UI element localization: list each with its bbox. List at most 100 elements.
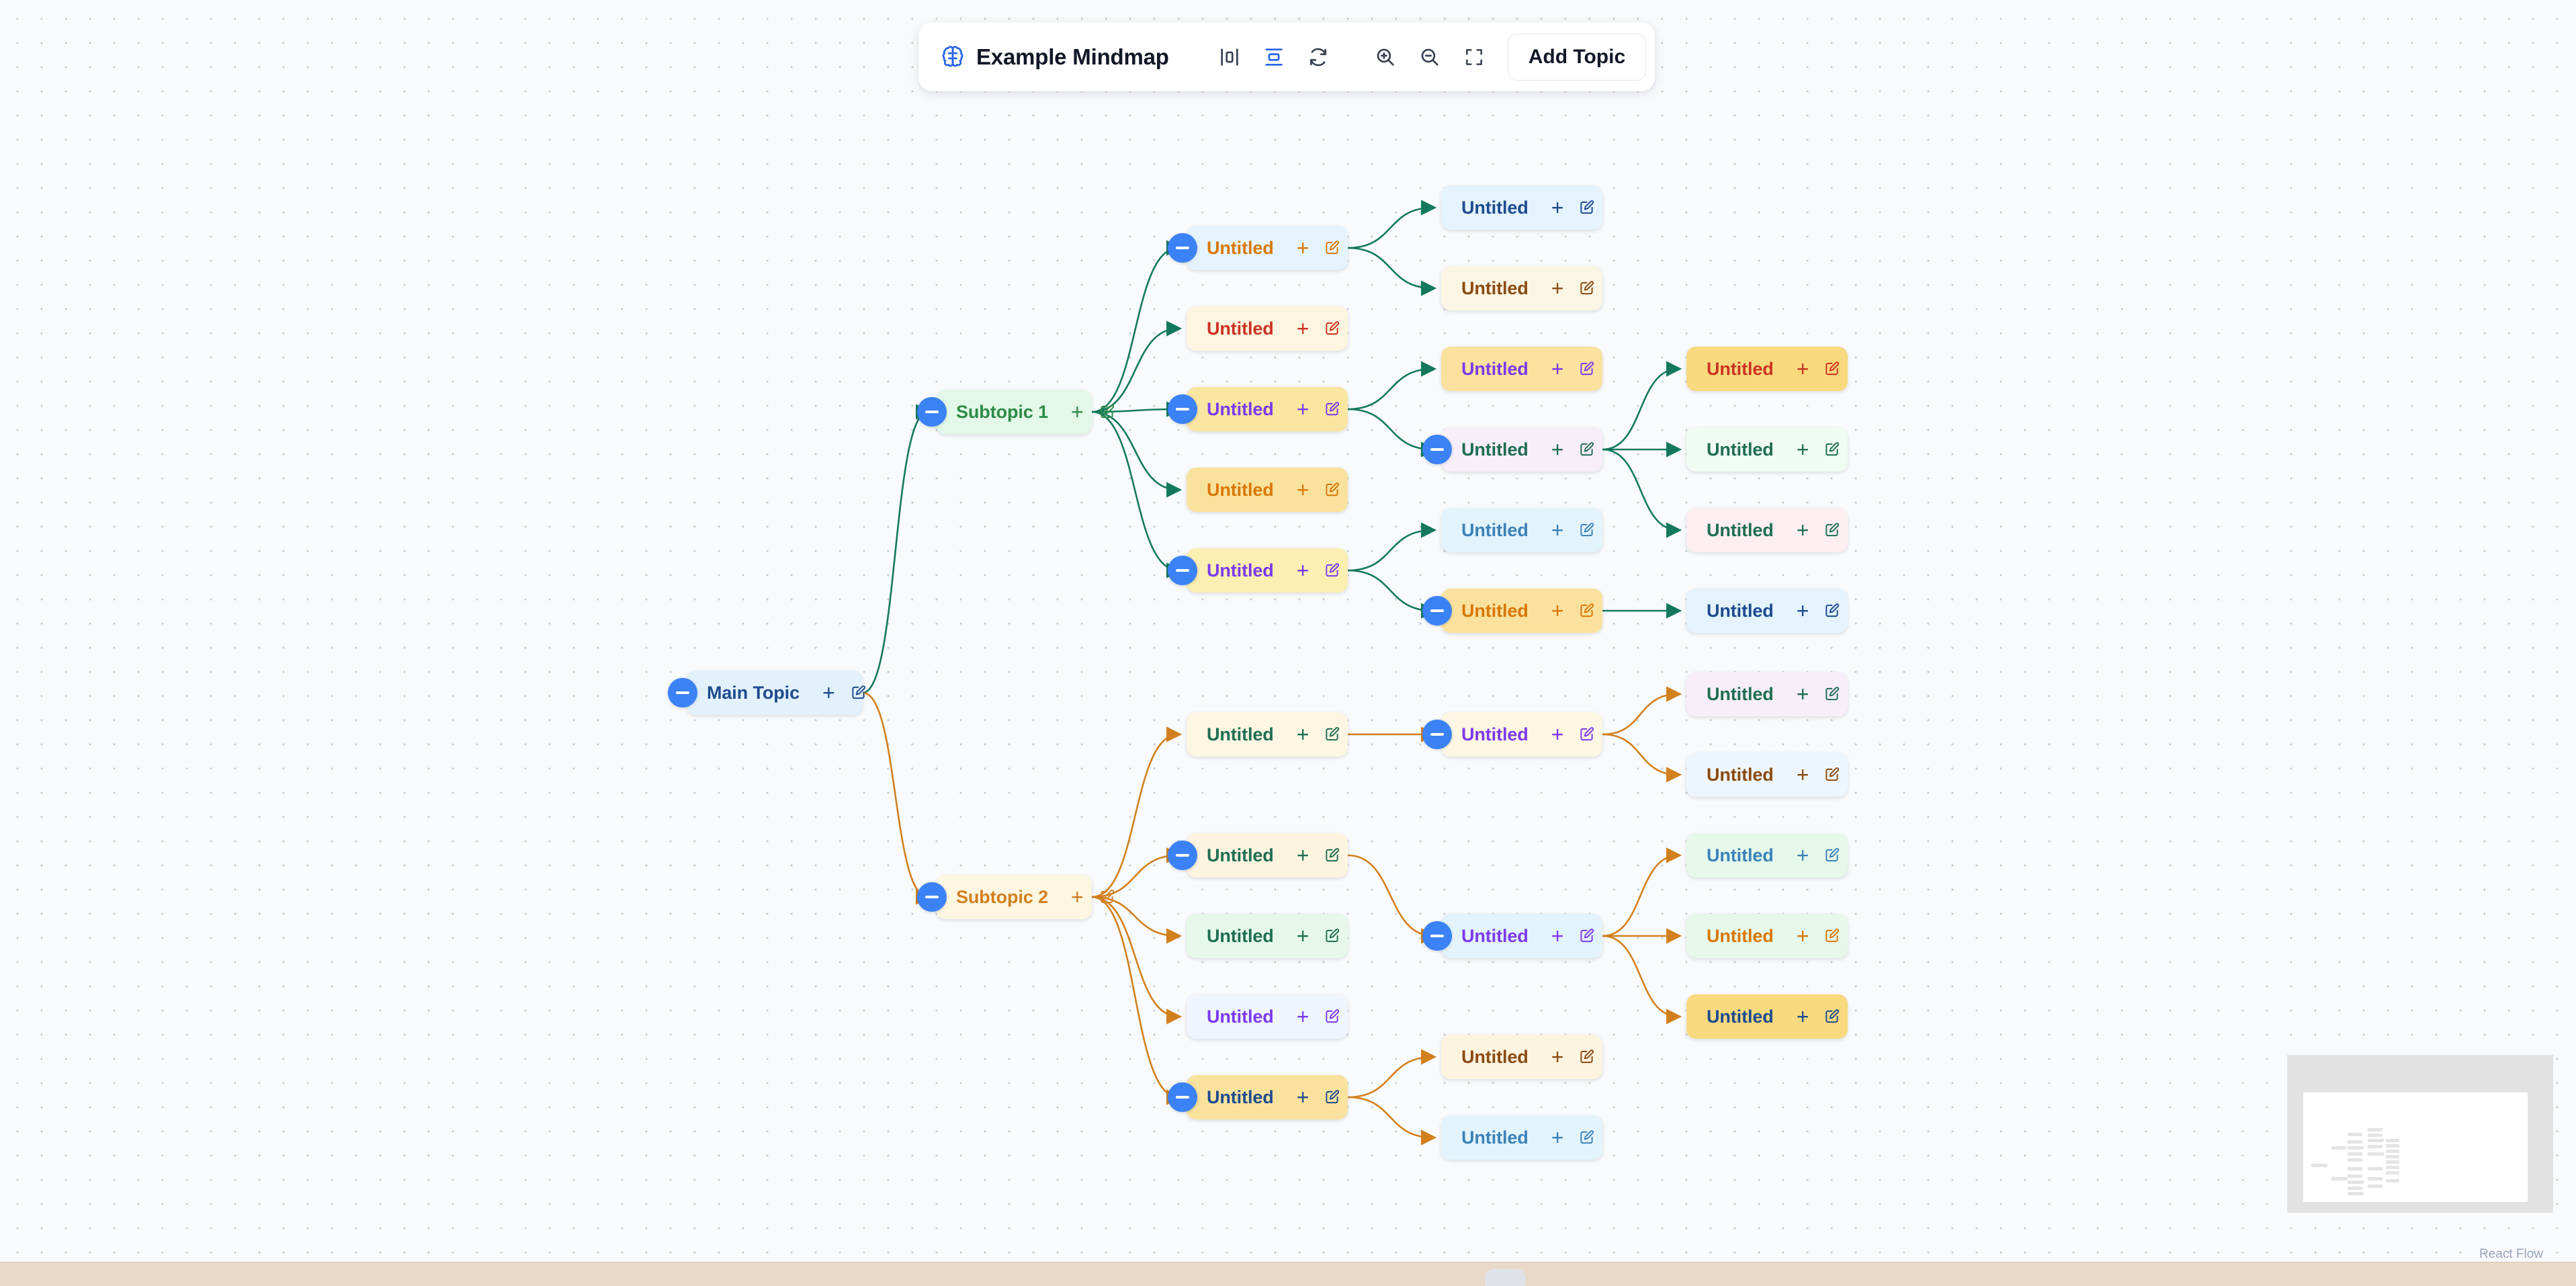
plus-icon[interactable]: + [1551,599,1564,623]
pencil-square-icon[interactable] [1578,1048,1596,1066]
pencil-square-icon[interactable] [1578,521,1596,539]
minus-circle-icon[interactable] [1422,596,1452,626]
pencil-square-icon[interactable] [1324,726,1341,743]
mindmap-node[interactable]: Untitled+ [1686,833,1848,877]
mindmap-node[interactable]: Untitled+ [1187,914,1348,958]
pencil-square-icon[interactable] [1578,441,1596,458]
minus-circle-icon[interactable] [1422,921,1452,951]
pencil-square-icon[interactable] [850,684,867,701]
plus-icon[interactable]: + [822,681,835,705]
plus-icon[interactable]: + [1551,276,1564,300]
mindmap-node[interactable]: Untitled+ [1441,266,1602,310]
plus-icon[interactable]: + [1296,478,1310,502]
pencil-square-icon[interactable] [1823,847,1841,864]
mindmap-node[interactable]: Untitled+ [1441,427,1602,472]
minus-circle-icon[interactable] [917,397,947,427]
plus-icon[interactable]: + [1551,357,1564,381]
reactflow-attribution[interactable]: React Flow [2479,1247,2544,1261]
pencil-square-icon[interactable] [1823,927,1841,945]
pencil-square-icon[interactable] [1324,847,1341,864]
plus-icon[interactable]: + [1296,236,1310,260]
plus-icon[interactable]: + [1071,400,1084,424]
plus-icon[interactable]: + [1796,357,1809,381]
pencil-square-icon[interactable] [1099,888,1116,906]
minus-circle-icon[interactable] [917,882,947,912]
layout-vertical-button[interactable] [1255,38,1293,76]
mindmap-node[interactable]: Untitled+ [1187,712,1348,757]
plus-icon[interactable]: + [1551,437,1564,462]
plus-icon[interactable]: + [1551,196,1564,220]
mindmap-node[interactable]: Untitled+ [1441,1115,1602,1160]
add-topic-button[interactable]: Add Topic [1507,33,1647,81]
pencil-square-icon[interactable] [1324,320,1341,337]
plus-icon[interactable]: + [1551,518,1564,542]
mindmap-node[interactable]: Untitled+ [1441,1035,1602,1079]
pencil-square-icon[interactable] [1324,927,1341,945]
mindmap-node[interactable]: Untitled+ [1441,712,1602,757]
mindmap-node[interactable]: Untitled+ [1187,1075,1348,1119]
mindmap-node[interactable]: Untitled+ [1187,387,1348,431]
mindmap-node[interactable]: Untitled+ [1187,548,1348,593]
reset-layout-button[interactable] [1299,38,1337,76]
plus-icon[interactable]: + [1296,1004,1310,1029]
plus-icon[interactable]: + [1796,924,1809,948]
pencil-square-icon[interactable] [1324,239,1341,257]
pencil-square-icon[interactable] [1578,726,1596,743]
pencil-square-icon[interactable] [1578,280,1596,297]
pencil-square-icon[interactable] [1823,1008,1841,1025]
minus-circle-icon[interactable] [1168,556,1197,585]
minus-circle-icon[interactable] [1422,435,1452,464]
plus-icon[interactable]: + [1296,397,1310,421]
plus-icon[interactable]: + [1296,1085,1310,1109]
zoom-in-button[interactable] [1367,38,1404,76]
layout-horizontal-button[interactable] [1211,38,1248,76]
pencil-square-icon[interactable] [1578,602,1596,619]
mindmap-node[interactable]: Untitled+ [1187,226,1348,270]
mindmap-node[interactable]: Untitled+ [1686,347,1848,391]
mindmap-node[interactable]: Untitled+ [1441,185,1602,230]
pencil-square-icon[interactable] [1823,766,1841,783]
minus-circle-icon[interactable] [1168,841,1197,870]
plus-icon[interactable]: + [1796,843,1809,867]
plus-icon[interactable]: + [1796,682,1809,706]
mindmap-node[interactable]: Untitled+ [1686,508,1848,552]
plus-icon[interactable]: + [1796,518,1809,542]
minus-circle-icon[interactable] [1422,720,1452,749]
pencil-square-icon[interactable] [1578,199,1596,216]
plus-icon[interactable]: + [1551,1045,1564,1069]
plus-icon[interactable]: + [1296,722,1310,746]
pencil-square-icon[interactable] [1324,1088,1341,1106]
mindmap-node[interactable]: Untitled+ [1686,427,1848,472]
mindmap-node[interactable]: Untitled+ [1686,753,1848,797]
pencil-square-icon[interactable] [1099,403,1116,421]
pencil-square-icon[interactable] [1823,441,1841,458]
plus-icon[interactable]: + [1296,316,1310,341]
plus-icon[interactable]: + [1551,1125,1564,1150]
pencil-square-icon[interactable] [1324,481,1341,499]
minus-circle-icon[interactable] [1168,394,1197,424]
mindmap-node[interactable]: Subtopic 2+ [936,875,1114,919]
plus-icon[interactable]: + [1796,763,1809,787]
plus-icon[interactable]: + [1296,558,1310,583]
minus-circle-icon[interactable] [1168,1082,1197,1112]
mindmap-node[interactable]: Untitled+ [1187,833,1348,877]
pencil-square-icon[interactable] [1823,521,1841,539]
zoom-out-button[interactable] [1411,38,1449,76]
minus-circle-icon[interactable] [668,678,697,708]
mindmap-node[interactable]: Untitled+ [1441,508,1602,552]
minimap[interactable] [2287,1055,2553,1213]
mindmap-node[interactable]: Untitled+ [1686,994,1848,1039]
plus-icon[interactable]: + [1296,843,1310,867]
plus-icon[interactable]: + [1796,599,1809,623]
mindmap-node[interactable]: Untitled+ [1686,589,1848,633]
mindmap-node[interactable]: Untitled+ [1686,914,1848,958]
pencil-square-icon[interactable] [1324,1008,1341,1025]
mindmap-node[interactable]: Untitled+ [1187,468,1348,512]
pencil-square-icon[interactable] [1823,360,1841,378]
mindmap-node[interactable]: Untitled+ [1441,589,1602,633]
minimap-viewport[interactable] [2303,1092,2528,1202]
pencil-square-icon[interactable] [1823,602,1841,619]
plus-icon[interactable]: + [1796,437,1809,462]
plus-icon[interactable]: + [1796,1004,1809,1029]
